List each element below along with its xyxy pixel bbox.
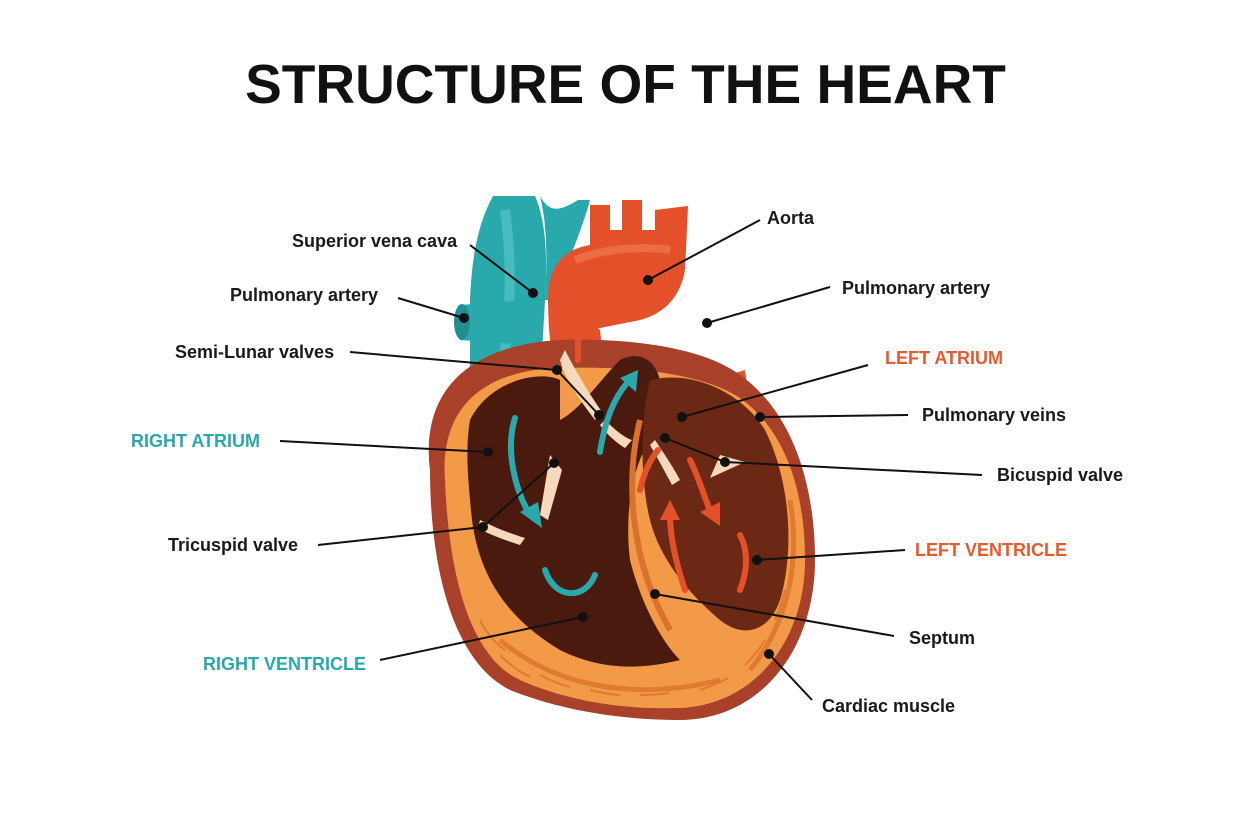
leader-pulmonary-artery-left: [397, 297, 465, 319]
label-tricuspid-valve: Tricuspid valve: [168, 535, 299, 555]
label-right-atrium: RIGHT ATRIUM: [131, 431, 260, 451]
leader-aorta: [647, 219, 761, 281]
leader-lines: [279, 219, 983, 701]
valves: [478, 350, 745, 545]
leader-right-atrium: [279, 440, 489, 453]
label-semi-lunar-valves: Semi-Lunar valves: [175, 342, 335, 362]
tricuspid-valve-shape: [478, 520, 525, 545]
leader-septum: [654, 593, 895, 637]
leader-pulmonary-artery-right: [706, 286, 831, 324]
label-aorta: Aorta: [767, 208, 815, 228]
label-pulmonary-veins: Pulmonary veins: [922, 405, 1067, 425]
leader-tricuspid-valve: [317, 526, 484, 546]
label-left-ventricle: LEFT VENTRICLE: [915, 540, 1067, 560]
label-pulmonary-artery-right: Pulmonary artery: [842, 278, 991, 298]
label-pulmonary-artery-left: Pulmonary artery: [230, 285, 379, 305]
label-superior-vena-cava: Superior vena cava: [292, 231, 458, 251]
label-septum: Septum: [909, 628, 976, 648]
leader-right-ventricle: [379, 616, 584, 661]
leader-cardiac-muscle: [768, 653, 813, 701]
leader-dots: [459, 275, 774, 659]
leader-pulmonary-veins: [759, 414, 909, 418]
leader-bicuspid-valve-2: [664, 437, 726, 463]
leader-semi-lunar-valves: [349, 351, 558, 371]
leader-left-ventricle: [756, 549, 906, 561]
heart-body: [428, 339, 815, 720]
label-left-atrium: LEFT ATRIUM: [885, 348, 1003, 368]
leader-left-atrium: [681, 364, 869, 418]
leader-bicuspid-valve: [724, 461, 983, 476]
label-cardiac-muscle: Cardiac muscle: [822, 696, 956, 716]
label-bicuspid-valve: Bicuspid valve: [997, 465, 1124, 485]
blood-flow-arrows: [507, 315, 749, 597]
page-title: STRUCTURE OF THE HEART: [245, 53, 1006, 115]
leader-superior-vena-cava: [469, 244, 534, 294]
label-right-ventricle: RIGHT VENTRICLE: [203, 654, 367, 674]
leader-tricuspid-valve-2: [482, 462, 555, 528]
semi-lunar-valve-shape: [560, 350, 602, 420]
